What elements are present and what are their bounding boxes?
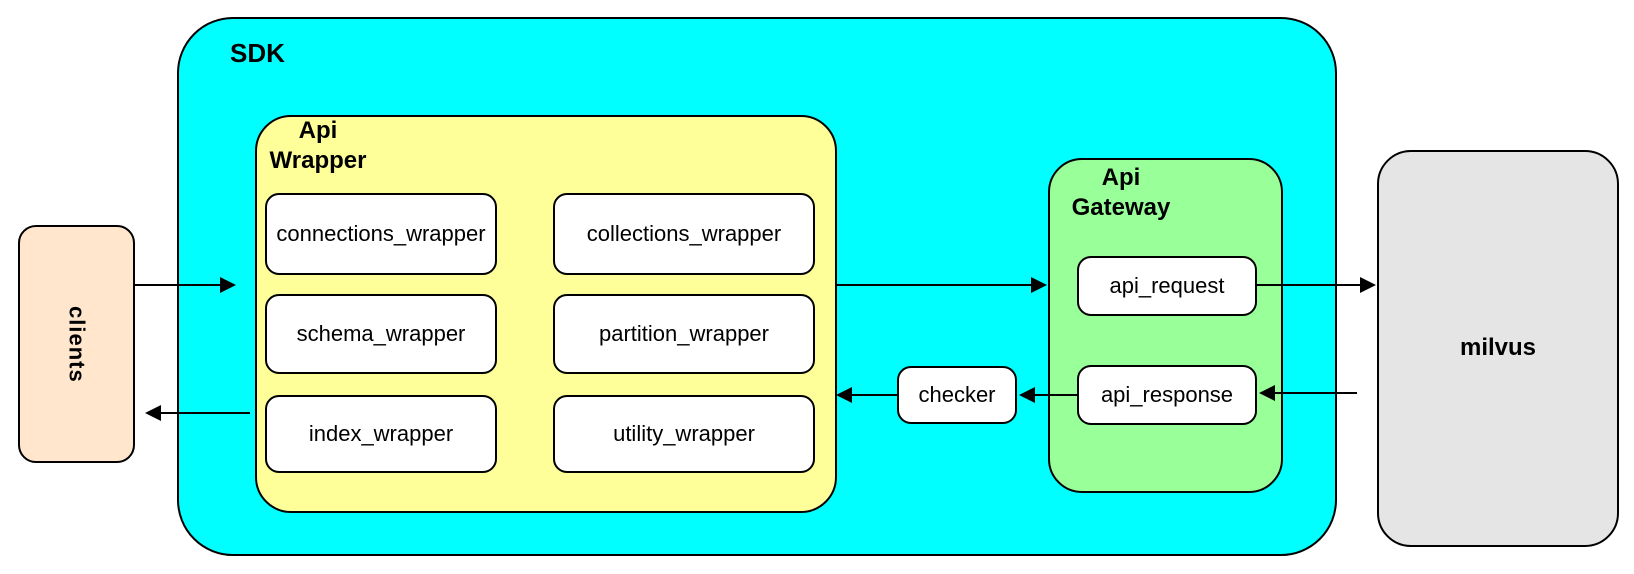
arrow-clients-to-sdk (135, 277, 236, 293)
milvus-label: milvus (1459, 334, 1537, 362)
api-response-node: api_response (1077, 365, 1257, 425)
collections-wrapper-node: collections_wrapper (553, 193, 815, 275)
arrow-api-response-to-checker (1019, 387, 1077, 403)
sdk-label: SDK (230, 38, 285, 68)
api-gateway-label-line1: Api (1101, 164, 1141, 191)
arrow-checker-to-api-wrapper (836, 387, 897, 403)
api-gateway-label: Api Gateway (1060, 163, 1182, 223)
milvus-node: milvus (1377, 150, 1619, 547)
api-wrapper-label-line1: Api (298, 117, 338, 144)
utility-wrapper-node: utility_wrapper (553, 395, 815, 473)
connections-wrapper-node: connections_wrapper (265, 193, 497, 275)
api-gateway-container (1048, 158, 1283, 493)
api-wrapper-label-line2: Wrapper (269, 147, 367, 174)
partition-wrapper-node: partition_wrapper (553, 294, 815, 374)
arrow-sdk-to-clients (145, 405, 250, 421)
arrow-milvus-to-api-response (1259, 385, 1357, 401)
api-request-node: api_request (1077, 256, 1257, 316)
api-wrapper-label: Api Wrapper (262, 116, 374, 176)
arrow-api-request-to-milvus (1257, 277, 1376, 293)
clients-label: clients (64, 305, 90, 383)
clients-node: clients (18, 225, 135, 463)
checker-node: checker (897, 366, 1017, 424)
arrow-api-wrapper-to-api-gateway (837, 277, 1047, 293)
schema-wrapper-node: schema_wrapper (265, 294, 497, 374)
index-wrapper-node: index_wrapper (265, 395, 497, 473)
api-gateway-label-line2: Gateway (1071, 194, 1171, 221)
